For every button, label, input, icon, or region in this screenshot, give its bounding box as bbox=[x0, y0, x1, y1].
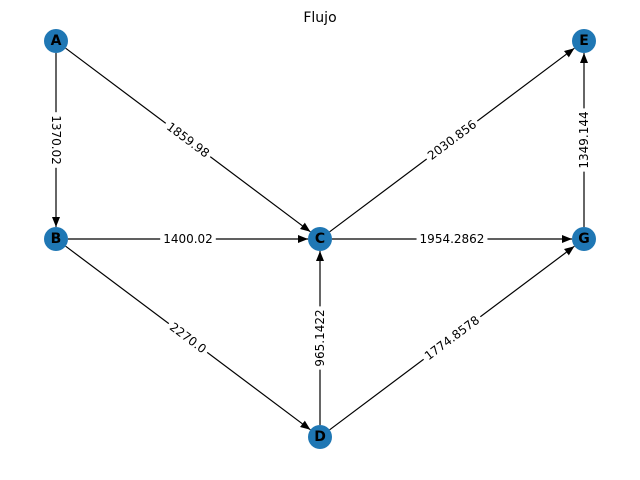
edge-label-background bbox=[163, 317, 213, 359]
edge-label-B-D: 2270.0 bbox=[163, 317, 213, 359]
edge-label-text: 1349.144 bbox=[577, 111, 591, 168]
node-circle bbox=[572, 227, 596, 251]
edge-label-background bbox=[421, 114, 483, 166]
edge-label-text: 1859.98 bbox=[164, 120, 212, 161]
edge-label-text: 1774.8578 bbox=[422, 313, 482, 363]
edge-label-text: 1370.02 bbox=[49, 115, 63, 165]
node-circle bbox=[44, 29, 68, 53]
edge-label-B-C: 1400.02 bbox=[160, 231, 216, 247]
node-G: G bbox=[572, 227, 596, 251]
graph-title: Flujo bbox=[303, 10, 336, 26]
node-label: A bbox=[51, 33, 62, 49]
node-B: B bbox=[44, 227, 68, 251]
node-label: B bbox=[51, 231, 62, 247]
node-A: A bbox=[44, 29, 68, 53]
edge-label-A-B: 1370.02 bbox=[48, 112, 64, 168]
node-circle bbox=[44, 227, 68, 251]
edge-label-background bbox=[160, 116, 216, 164]
edge-label-text: 2030.856 bbox=[425, 117, 479, 163]
edge-label-D-G: 1774.8578 bbox=[418, 310, 486, 366]
node-label: C bbox=[315, 231, 325, 247]
edge-label-C-E: 2030.856 bbox=[421, 114, 483, 166]
edge-label-background bbox=[48, 112, 64, 168]
edge-label-D-C: 965.1422 bbox=[312, 306, 328, 370]
edge-label-text: 1954.2862 bbox=[420, 232, 485, 246]
edge-label-text: 2270.0 bbox=[167, 320, 209, 356]
edge-label-background bbox=[160, 231, 216, 247]
edge-label-background bbox=[312, 306, 328, 370]
edge-label-text: 965.1422 bbox=[313, 309, 327, 366]
node-D: D bbox=[308, 425, 332, 449]
edge-label-A-C: 1859.98 bbox=[160, 116, 216, 164]
edge-label-background bbox=[576, 108, 592, 172]
edge-label-background bbox=[418, 310, 486, 366]
edge-label-G-E: 1349.144 bbox=[576, 108, 592, 172]
nodes-layer: A B C D E G bbox=[44, 29, 596, 449]
node-label: D bbox=[314, 429, 326, 445]
node-label: E bbox=[579, 33, 589, 49]
node-circle bbox=[308, 227, 332, 251]
node-label: G bbox=[578, 231, 590, 247]
edge-label-C-G: 1954.2862 bbox=[416, 231, 488, 247]
node-E: E bbox=[572, 29, 596, 53]
node-C: C bbox=[308, 227, 332, 251]
edge-label-background bbox=[416, 231, 488, 247]
node-circle bbox=[572, 29, 596, 53]
node-circle bbox=[308, 425, 332, 449]
edge-label-text: 1400.02 bbox=[163, 232, 213, 246]
